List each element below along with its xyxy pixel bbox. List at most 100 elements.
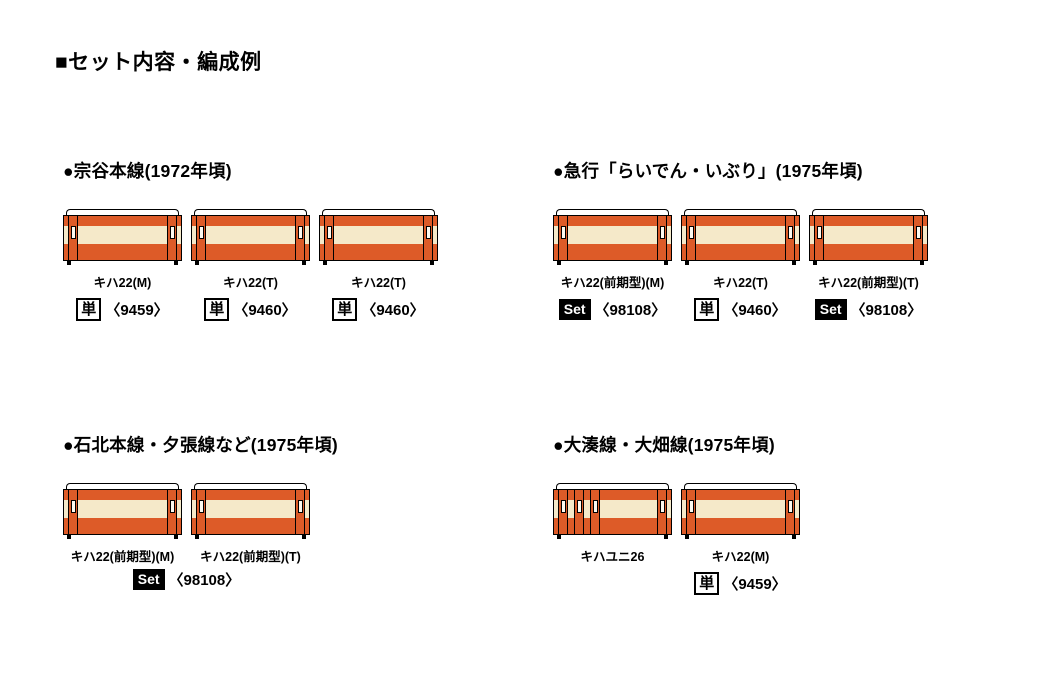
car-roof: [66, 483, 179, 489]
kiha22-car-icon: [319, 209, 438, 265]
baggage-door-icon: [590, 490, 600, 534]
car-badge-row: 単 〈9459〉: [694, 571, 787, 595]
car-badge-row: Set 〈98108〉: [814, 297, 922, 321]
car-body: [63, 489, 182, 539]
car-door-icon: [657, 216, 667, 260]
car-roof: [194, 209, 307, 215]
car-door-icon: [423, 216, 433, 260]
car-roof: [322, 209, 435, 215]
car-door-icon: [295, 490, 305, 534]
car-column: キハ22(T) 単 〈9460〉: [191, 209, 310, 321]
car-column: キハ22(前期型)(M): [63, 483, 182, 565]
car-door-icon: [324, 216, 334, 260]
car-roof: [556, 483, 669, 489]
car-label: キハ22(前期型)(T): [200, 550, 301, 564]
car-body: [319, 215, 438, 265]
car-label: キハ22(前期型)(M): [70, 550, 175, 564]
formation-row: キハ22(前期型)(M) Set 〈98108〉 キハ22(T) 単 〈9460…: [553, 209, 928, 321]
single-item-badge: 単: [76, 297, 102, 321]
item-code: 〈9460〉: [723, 301, 787, 319]
car-roof: [194, 483, 307, 489]
car-roof: [684, 209, 797, 215]
kiha22-car-icon: [63, 209, 182, 265]
car-door-icon: [196, 490, 206, 534]
item-code: 〈98108〉: [594, 301, 667, 319]
car-roof: [812, 209, 925, 215]
shared-set-badge-row: Set 〈98108〉: [63, 569, 310, 590]
set-item-badge: Set: [814, 298, 847, 320]
kihayuni26-car-icon: [553, 483, 672, 539]
single-item-badge: 単: [204, 297, 230, 321]
car-door-icon: [558, 490, 568, 534]
car-roof: [556, 209, 669, 215]
single-item-badge: 単: [694, 571, 720, 595]
car-door-icon: [785, 490, 795, 534]
car-column: キハ22(前期型)(T) Set 〈98108〉: [809, 209, 928, 321]
car-body: [809, 215, 928, 265]
kiha22-car-icon: [191, 483, 310, 539]
car-roof: [684, 483, 797, 489]
car-door-icon: [913, 216, 923, 260]
formation-row: キハ22(前期型)(M) キハ22(前期型)(T): [63, 483, 338, 565]
car-label: キハ22(T): [223, 276, 278, 290]
kiha22-car-icon: [63, 483, 182, 539]
section-ominato-ohata-line: ●大湊線・大畑線(1975年頃) キハユニ26: [553, 432, 800, 595]
car-body: [63, 215, 182, 265]
item-code: 〈9459〉: [105, 301, 169, 319]
car-badge-row: 単 〈9459〉: [76, 297, 169, 321]
car-body: [681, 489, 800, 539]
car-door-icon: [657, 490, 667, 534]
car-door-icon: [196, 216, 206, 260]
single-item-badge: 単: [694, 297, 720, 321]
set-item-badge: Set: [558, 298, 591, 320]
car-label: キハ22(T): [351, 276, 406, 290]
car-body: [191, 489, 310, 539]
car-column: キハ22(T) 単 〈9460〉: [681, 209, 800, 321]
car-label: キハユニ26: [580, 550, 645, 564]
car-column: キハ22(前期型)(M) Set 〈98108〉: [553, 209, 672, 321]
car-label: キハ22(前期型)(M): [560, 276, 665, 290]
car-badge-row: 単 〈9460〉: [332, 297, 425, 321]
section-heading: ●石北本線・夕張線など(1975年頃): [63, 435, 338, 455]
single-item-badge: 単: [332, 297, 358, 321]
car-door-icon: [68, 490, 78, 534]
car-door-icon: [167, 490, 177, 534]
kiha22-car-icon: [681, 209, 800, 265]
car-body: [553, 215, 672, 265]
car-column: キハ22(M) 単 〈9459〉: [681, 483, 800, 595]
car-body: [553, 489, 672, 539]
car-column: キハ22(T) 単 〈9460〉: [319, 209, 438, 321]
section-heading: ●急行「らいでん・いぶり」(1975年頃): [553, 161, 863, 181]
kiha22-car-icon: [191, 209, 310, 265]
car-column: キハユニ26: [553, 483, 672, 595]
car-column: キハ22(M) 単 〈9459〉: [63, 209, 182, 321]
section-express-raiden-iburi: ●急行「らいでん・いぶり」(1975年頃) キハ22(前期型)(M) Set 〈…: [553, 158, 928, 321]
car-door-icon: [686, 216, 696, 260]
set-item-badge: Set: [132, 569, 165, 590]
car-body: [681, 215, 800, 265]
kiha22-car-icon: [681, 483, 800, 539]
item-code: 〈9459〉: [723, 575, 787, 593]
section-heading: ●大湊線・大畑線(1975年頃): [553, 435, 775, 455]
item-code: 〈9460〉: [233, 301, 297, 319]
car-door-icon: [785, 216, 795, 260]
car-badge-row: 単 〈9460〉: [204, 297, 297, 321]
car-column: キハ22(前期型)(T): [191, 483, 310, 565]
car-door-icon: [814, 216, 824, 260]
item-code: 〈98108〉: [168, 572, 241, 589]
car-roof: [66, 209, 179, 215]
car-body: [191, 215, 310, 265]
section-soya-main-line: ●宗谷本線(1972年頃) キハ22(M) 単 〈9459〉: [63, 158, 438, 321]
car-label: キハ22(前期型)(T): [818, 276, 919, 290]
section-heading: ●宗谷本線(1972年頃): [63, 161, 232, 181]
car-label: キハ22(M): [93, 276, 152, 290]
car-door-icon: [558, 216, 568, 260]
car-door-icon: [68, 216, 78, 260]
kiha22-car-icon: [809, 209, 928, 265]
car-door-icon: [167, 216, 177, 260]
item-code: 〈9460〉: [361, 301, 425, 319]
baggage-door-icon: [574, 490, 584, 534]
section-sekihoku-yubari-line: ●石北本線・夕張線など(1975年頃) キハ22(前期型)(M) キハ22(前期…: [63, 432, 338, 590]
formation-row: キハ22(M) 単 〈9459〉 キハ22(T) 単 〈9460〉: [63, 209, 438, 321]
car-label: キハ22(M): [711, 550, 770, 564]
